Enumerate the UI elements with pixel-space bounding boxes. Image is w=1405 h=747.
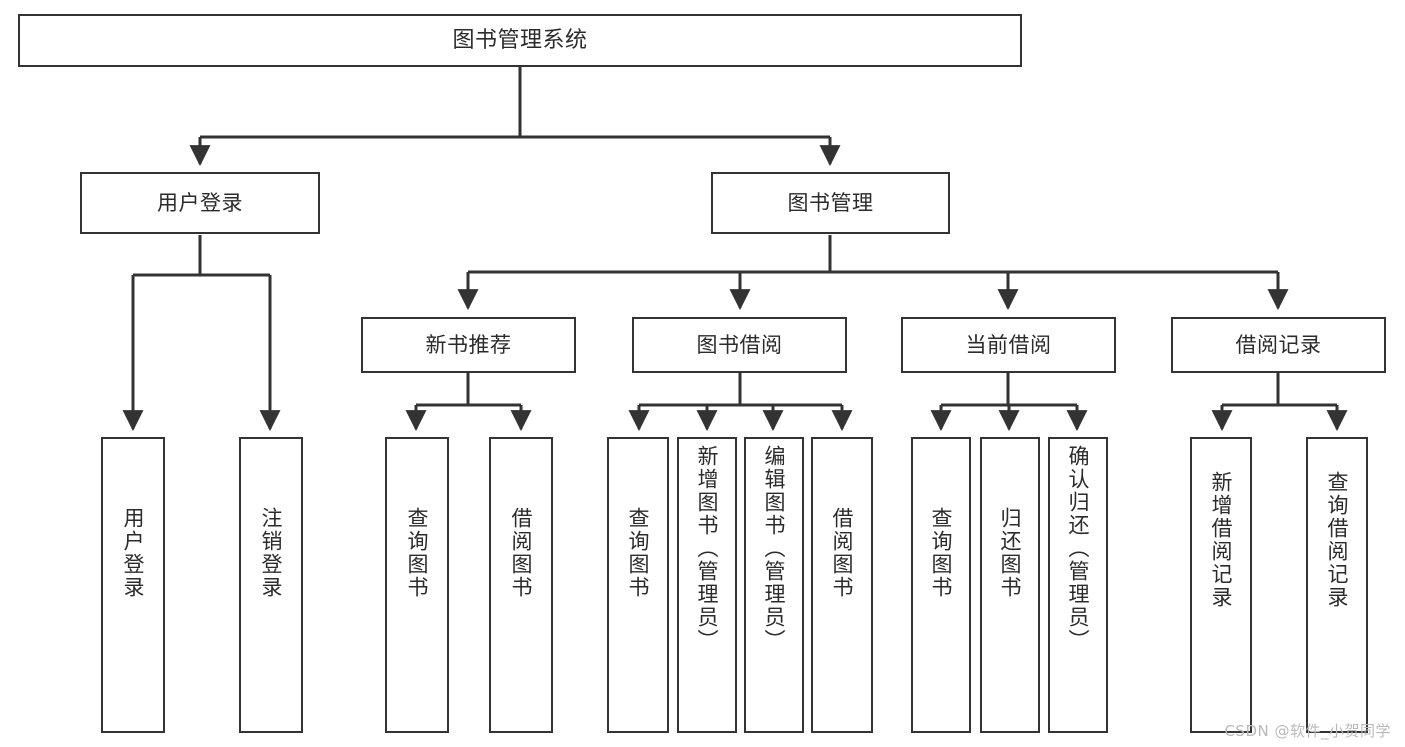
node-leaf-borrow-book-1[interactable]: 借阅图书: [489, 437, 553, 733]
node-leaf-edit-book-admin[interactable]: 编辑图书（管理员）: [744, 437, 804, 733]
node-current-borrow[interactable]: 当前借阅: [901, 317, 1116, 373]
node-leaf-user-logout-label: 注销登录: [259, 507, 284, 599]
node-root[interactable]: 图书管理系统: [18, 14, 1022, 67]
node-book-borrow[interactable]: 图书借阅: [632, 317, 847, 373]
node-leaf-borrow-book-2[interactable]: 借阅图书: [811, 437, 873, 733]
node-leaf-add-borrow-record-label: 新增借阅记录: [1209, 471, 1234, 609]
node-root-label: 图书管理系统: [452, 27, 588, 53]
node-leaf-borrow-book-2-label: 借阅图书: [830, 507, 855, 599]
node-leaf-user-logout[interactable]: 注销登录: [239, 437, 303, 733]
node-leaf-query-book-2[interactable]: 查询图书: [607, 437, 669, 733]
node-leaf-query-book-3[interactable]: 查询图书: [911, 437, 971, 733]
node-leaf-query-borrow-record[interactable]: 查询借阅记录: [1306, 437, 1368, 733]
node-new-book-recommendation[interactable]: 新书推荐: [361, 317, 576, 373]
node-leaf-edit-book-admin-label: 编辑图书（管理员）: [762, 445, 787, 652]
node-leaf-query-book-1-label: 查询图书: [405, 507, 430, 599]
node-leaf-user-login-label: 用户登录: [121, 507, 146, 599]
watermark-text: CSDN @软件_小贺同学: [1224, 722, 1391, 740]
node-leaf-add-borrow-record[interactable]: 新增借阅记录: [1190, 437, 1252, 733]
node-leaf-user-login[interactable]: 用户登录: [101, 437, 165, 733]
node-book-manage-label: 图书管理: [787, 190, 874, 215]
node-leaf-confirm-return-admin-label: 确认归还（管理员）: [1066, 445, 1091, 652]
node-leaf-return-book-label: 归还图书: [998, 507, 1023, 599]
node-leaf-add-book-admin[interactable]: 新增图书（管理员）: [677, 437, 737, 733]
node-leaf-confirm-return-admin[interactable]: 确认归还（管理员）: [1048, 437, 1108, 733]
node-leaf-add-book-admin-label: 新增图书（管理员）: [695, 445, 720, 652]
node-current-borrow-label: 当前借阅: [965, 332, 1052, 357]
node-borrow-record[interactable]: 借阅记录: [1171, 317, 1386, 373]
node-leaf-query-book-3-label: 查询图书: [929, 507, 954, 599]
node-user-login-label: 用户登录: [157, 190, 243, 215]
node-user-login[interactable]: 用户登录: [80, 172, 320, 234]
node-new-book-recommendation-label: 新书推荐: [425, 332, 512, 357]
node-leaf-query-book-2-label: 查询图书: [626, 507, 651, 599]
node-leaf-query-book-1[interactable]: 查询图书: [385, 437, 449, 733]
node-leaf-query-borrow-record-label: 查询借阅记录: [1325, 471, 1350, 609]
node-leaf-return-book[interactable]: 归还图书: [980, 437, 1040, 733]
node-borrow-record-label: 借阅记录: [1235, 332, 1322, 357]
node-leaf-borrow-book-1-label: 借阅图书: [509, 507, 534, 599]
node-book-manage[interactable]: 图书管理: [711, 172, 950, 234]
node-book-borrow-label: 图书借阅: [696, 332, 783, 357]
